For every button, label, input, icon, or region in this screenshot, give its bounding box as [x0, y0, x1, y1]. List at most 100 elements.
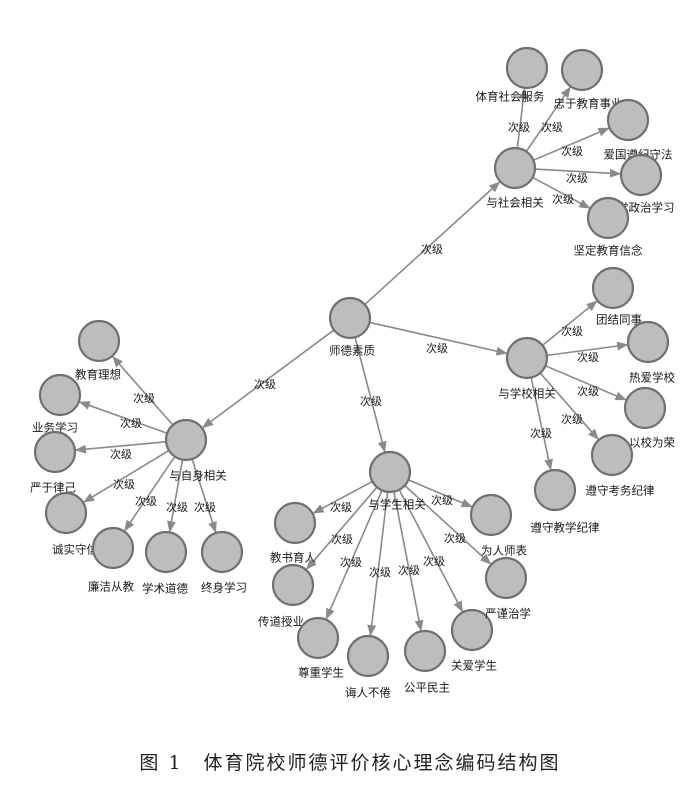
node-m6	[144, 530, 188, 574]
edge-label-self-m4: 次级	[113, 477, 135, 491]
edge-self-m7	[191, 458, 217, 534]
edge-student-t1	[312, 480, 373, 514]
edge-self-m3	[74, 441, 167, 454]
edge-label-society-s1: 次级	[508, 120, 530, 134]
edge-label-student-t8: 次级	[431, 493, 453, 507]
node-label-t1: 教书育人	[270, 551, 316, 565]
node-c3	[623, 386, 667, 430]
edge-student-t6	[398, 489, 464, 613]
edge-label-school-c3: 次级	[577, 384, 599, 398]
edge-label-school-c2: 次级	[577, 350, 599, 364]
edge-center-self	[201, 329, 335, 429]
node-c1	[591, 266, 635, 310]
edge-self-m1	[112, 355, 174, 426]
edge-label-student-t1: 次级	[330, 500, 352, 514]
edge-society-s5	[532, 176, 591, 209]
edge-student-t5	[393, 491, 424, 632]
node-label-t3: 尊重学生	[298, 666, 344, 680]
edge-label-center-self: 次级	[254, 377, 276, 391]
node-label-t8: 为人师表	[481, 544, 527, 558]
node-label-school: 与学校相关	[498, 387, 556, 401]
node-t4	[346, 634, 390, 678]
edge-label-center-society: 次级	[421, 242, 443, 256]
node-t8	[469, 493, 513, 537]
edge-label-self-m6: 次级	[166, 500, 188, 514]
node-label-s1: 体育社会服务	[476, 90, 545, 104]
node-label-t5: 公平民主	[404, 681, 450, 695]
edge-label-student-t7: 次级	[444, 531, 466, 545]
node-c4	[590, 433, 634, 477]
edge-center-student	[354, 337, 387, 453]
node-t5	[403, 629, 447, 673]
node-s5	[586, 196, 630, 240]
node-label-c5: 遵守教学纪律	[531, 521, 600, 535]
node-label-m4: 诚实守信	[52, 543, 98, 557]
nodes-layer: 师德素质与社会相关与学校相关与自身相关与学生相关体育社会服务忠于教育事业爱国遵纪…	[30, 46, 675, 700]
edge-student-t2	[305, 486, 378, 570]
node-label-m6: 学术道德	[142, 582, 188, 596]
edge-label-self-m5: 次级	[135, 494, 157, 508]
node-label-c4: 遵守考务纪律	[586, 484, 655, 498]
edge-label-student-t2: 次级	[331, 532, 353, 546]
edge-society-s4	[534, 168, 622, 178]
node-label-m3: 严于律己	[30, 481, 76, 495]
edge-society-s3	[533, 127, 610, 161]
edge-student-t8	[408, 479, 473, 508]
node-label-m7: 终身学习	[201, 581, 247, 595]
node-c5	[533, 468, 577, 512]
node-school	[505, 336, 549, 380]
edge-label-center-student: 次级	[360, 394, 382, 408]
node-label-m2: 业务学习	[32, 421, 78, 435]
edge-label-center-school: 次级	[426, 341, 448, 355]
edge-label-school-c5: 次级	[530, 426, 552, 440]
edge-society-s1	[516, 87, 528, 149]
node-label-m1: 教育理想	[75, 368, 121, 382]
node-label-t7: 严谨治学	[485, 607, 531, 621]
edge-student-t3	[325, 490, 383, 620]
edge-self-m5	[124, 456, 176, 532]
node-t2	[271, 563, 315, 607]
node-label-t6: 关爱学生	[451, 659, 497, 673]
node-m4	[44, 491, 88, 535]
edge-self-m4	[82, 449, 170, 503]
node-label-student: 与学生相关	[368, 498, 426, 512]
node-s1	[505, 46, 549, 90]
node-label-c3: 以校为荣	[629, 436, 675, 450]
edge-society-s2	[525, 86, 571, 152]
edge-school-c2	[546, 341, 629, 357]
node-center	[328, 296, 372, 340]
edge-label-student-t4: 次级	[369, 565, 391, 579]
node-label-t4: 诲人不倦	[345, 686, 391, 700]
node-label-c1: 团结同事	[596, 313, 642, 327]
node-society	[493, 146, 537, 190]
edge-label-student-t3: 次级	[340, 555, 362, 569]
edges-layer: 次级次级次级次级次级次级次级次级次级次级次级次级次级次级次级次级次级次级次级次级…	[74, 86, 629, 637]
edge-label-self-m3: 次级	[110, 447, 132, 461]
node-label-s5: 坚定教育信念	[574, 244, 643, 258]
edge-label-society-s2: 次级	[541, 120, 563, 134]
edge-center-society	[364, 181, 501, 306]
edge-self-m6	[167, 459, 184, 533]
edge-label-self-m1: 次级	[133, 391, 155, 405]
node-m3	[33, 430, 77, 474]
edge-school-c3	[545, 365, 627, 401]
node-s3	[606, 98, 650, 142]
edge-label-society-s4: 次级	[566, 171, 588, 185]
code-structure-diagram: 次级次级次级次级次级次级次级次级次级次级次级次级次级次级次级次级次级次级次级次级…	[30, 46, 676, 700]
edge-student-t7	[404, 484, 492, 565]
node-label-m5: 廉洁从教	[88, 580, 134, 594]
node-label-t2: 传道授业	[258, 615, 304, 629]
edge-label-self-m7: 次级	[194, 500, 216, 514]
node-s4	[619, 153, 663, 197]
edge-school-c4	[539, 372, 599, 441]
edge-label-society-s5: 次级	[552, 192, 574, 206]
node-m7	[200, 530, 244, 574]
node-t3	[296, 616, 340, 660]
figure-caption: 图 1 体育院校师德评价核心理念编码结构图	[139, 752, 561, 774]
node-t6	[450, 608, 494, 652]
edge-label-school-c1: 次级	[561, 324, 583, 338]
edge-school-c1	[542, 300, 598, 346]
edge-center-school	[369, 321, 508, 356]
node-m5	[91, 526, 135, 570]
node-m1	[77, 319, 121, 363]
